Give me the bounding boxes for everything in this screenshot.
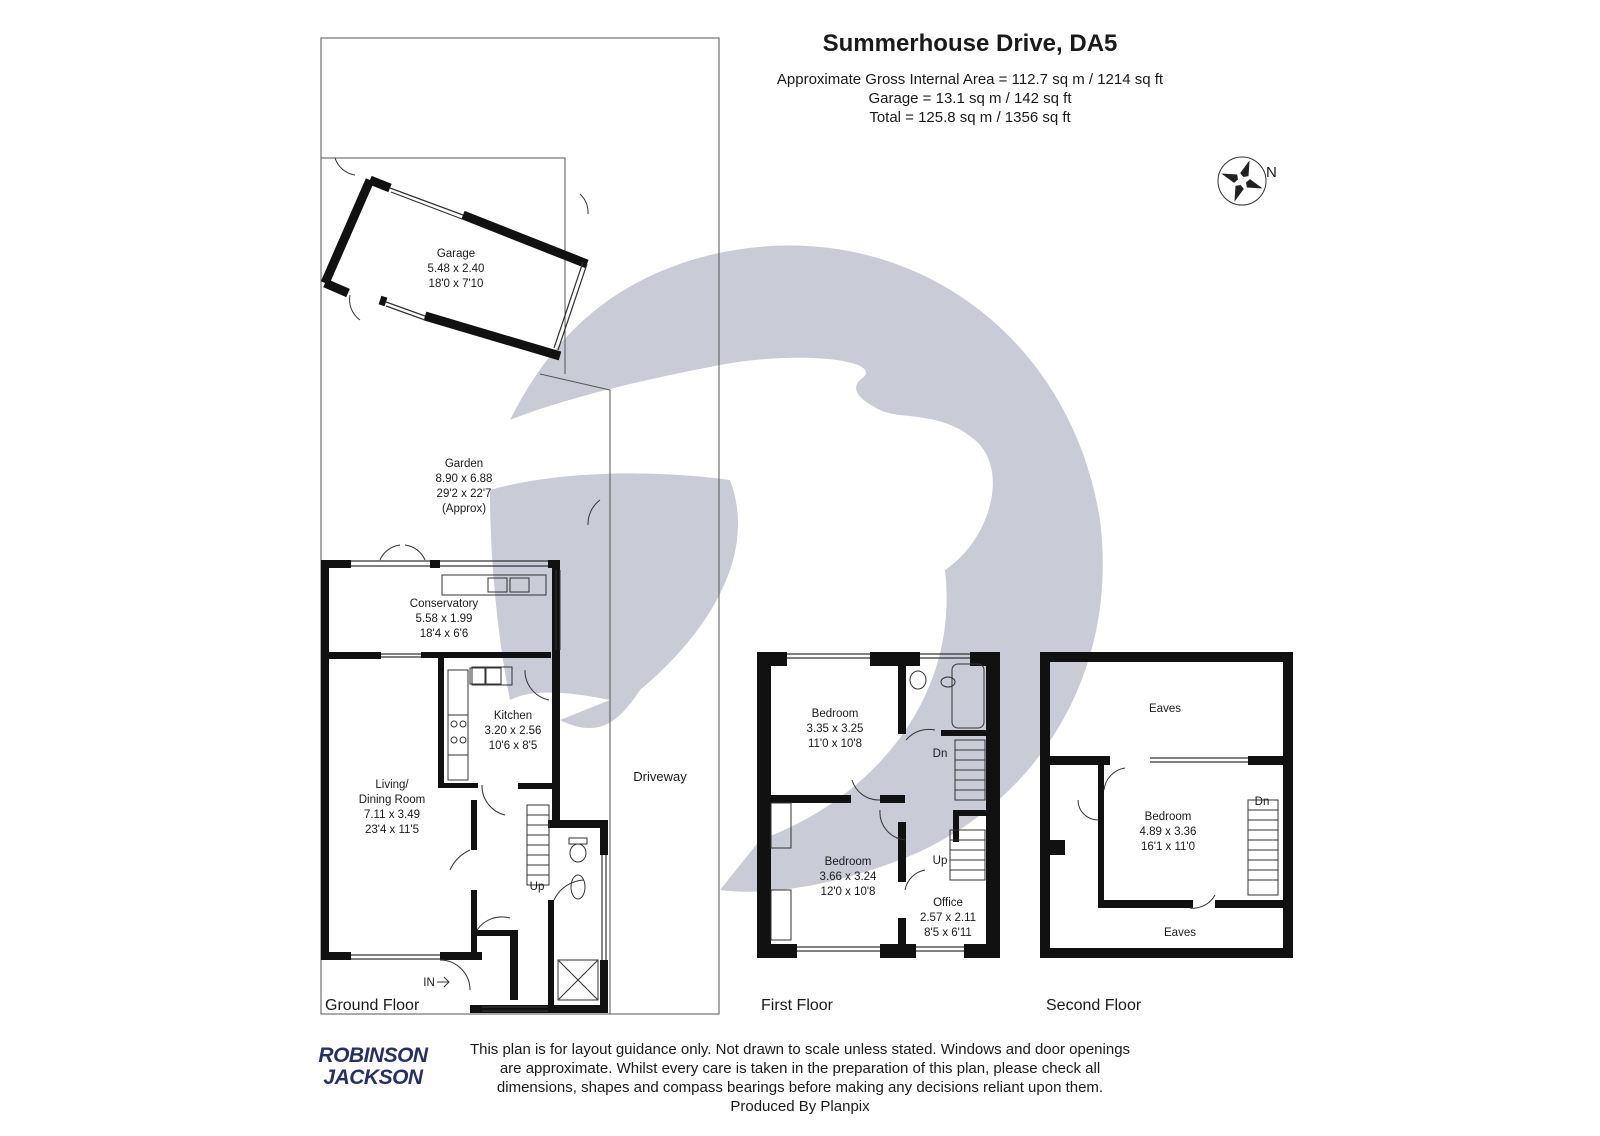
ground-floor-stairs xyxy=(526,804,550,886)
disclaimer-line-1: This plan is for layout guidance only. N… xyxy=(469,1041,1131,1058)
disclaimer-line-4: Produced By Planpix xyxy=(730,1098,870,1115)
bedroom2-metric: 3.66 x 3.24 xyxy=(820,871,878,883)
ground-floor-windows xyxy=(351,560,607,1012)
kitchen-metric: 3.20 x 2.56 xyxy=(485,725,542,737)
watermark-logo xyxy=(490,245,1103,892)
compass-north-label: N xyxy=(1266,164,1277,181)
first-floor-walls xyxy=(757,652,1000,958)
logo-line-2: JACKSON xyxy=(323,1066,423,1089)
garage-metric: 5.48 x 2.40 xyxy=(428,263,485,275)
conservatory-counter xyxy=(441,570,561,781)
second-floor-fixtures xyxy=(1077,767,1279,909)
garage-walls xyxy=(320,175,589,361)
logo-line-1: ROBINSON xyxy=(318,1044,428,1067)
bedroom3-imperial: 16'1 x 11'0 xyxy=(1141,841,1195,853)
room-labels: Garage 5.48 x 2.40 18'0 x 7'10 Garden 8.… xyxy=(359,248,1270,989)
living-metric: 7.11 x 3.49 xyxy=(364,809,420,821)
plot-outlines xyxy=(320,37,720,1015)
living-name-1: Living/ xyxy=(375,779,409,791)
compass-icon xyxy=(1217,156,1267,206)
total-area: Total = 125.8 sq m / 1356 sq ft xyxy=(869,109,1071,126)
garden-note: (Approx) xyxy=(442,503,486,515)
disclaimer: This plan is for layout guidance only. N… xyxy=(440,1040,1160,1116)
first-floor-fixtures xyxy=(770,663,986,941)
ground-floor-walls xyxy=(321,560,608,1013)
bedroom2-imperial: 12'0 x 10'8 xyxy=(821,886,876,898)
area-summary: Approximate Gross Internal Area = 112.7 … xyxy=(760,70,1180,127)
bedroom3-name: Bedroom xyxy=(1145,811,1192,823)
stairs-dn-second: Dn xyxy=(1255,796,1270,808)
conservatory-name: Conservatory xyxy=(410,598,479,610)
stairs-up-ground: Up xyxy=(530,881,545,893)
bedroom1-imperial: 11'0 x 10'8 xyxy=(808,738,862,750)
garage-area: Garage = 13.1 sq m / 142 sq ft xyxy=(868,90,1072,107)
first-floor-label: First Floor xyxy=(761,997,833,1014)
disclaimer-line-2: are approximate. Whilst every care is ta… xyxy=(499,1060,1101,1077)
kitchen-name: Kitchen xyxy=(494,710,532,722)
wc-and-shower xyxy=(557,837,599,1001)
kitchen-imperial: 10'6 x 8'5 xyxy=(489,740,538,752)
stairs-up-first: Up xyxy=(933,855,948,867)
bedroom1-name: Bedroom xyxy=(812,708,859,720)
garden-metric: 8.90 x 6.88 xyxy=(436,473,493,485)
bedroom3-metric: 4.89 x 3.36 xyxy=(1140,826,1197,838)
brand-logo: ROBINSON JACKSON xyxy=(318,1045,428,1089)
bedroom2-name: Bedroom xyxy=(825,856,872,868)
driveway-name: Driveway xyxy=(633,769,687,784)
second-floor-walls xyxy=(1040,652,1293,958)
office-name: Office xyxy=(933,897,963,909)
office-imperial: 8'5 x 6'11 xyxy=(924,927,972,939)
garage-name: Garage xyxy=(437,248,475,260)
conservatory-imperial: 18'4 x 6'6 xyxy=(420,628,469,640)
bedroom1-metric: 3.35 x 3.25 xyxy=(807,723,864,735)
garage-windows xyxy=(385,187,588,351)
office-metric: 2.57 x 2.11 xyxy=(920,912,976,924)
living-name-2: Dining Room xyxy=(359,794,425,806)
garage-imperial: 18'0 x 7'10 xyxy=(429,278,484,290)
page-title: Summerhouse Drive, DA5 xyxy=(822,30,1118,57)
first-floor-windows xyxy=(787,653,970,952)
second-floor-label: Second Floor xyxy=(1046,997,1142,1014)
conservatory-metric: 5.58 x 1.99 xyxy=(416,613,473,625)
door-swings xyxy=(334,157,601,991)
garden-name: Garden xyxy=(445,458,483,470)
living-imperial: 23'4 x 11'5 xyxy=(365,824,419,836)
entrance-arrow xyxy=(437,976,450,988)
stairs-dn-first: Dn xyxy=(933,748,948,760)
garden-imperial: 29'2 x 22'7 xyxy=(437,488,492,500)
eaves-top: Eaves xyxy=(1149,703,1181,715)
ground-floor-label: Ground Floor xyxy=(325,997,420,1014)
entrance-label: IN xyxy=(423,977,435,989)
second-floor-windows xyxy=(1150,757,1248,763)
eaves-bottom: Eaves xyxy=(1164,927,1196,939)
gross-area: Approximate Gross Internal Area = 112.7 … xyxy=(776,71,1164,88)
disclaimer-line-3: dimensions, shapes and compass bearings … xyxy=(496,1079,1104,1096)
